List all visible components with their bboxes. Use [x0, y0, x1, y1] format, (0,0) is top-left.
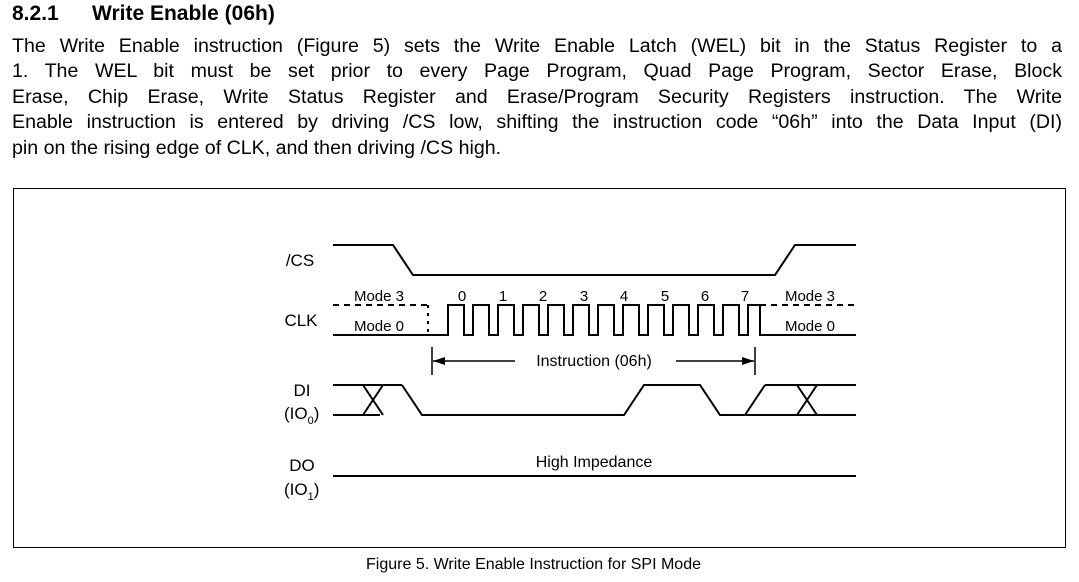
clk-signal-label: CLK	[284, 311, 318, 330]
clock-number: 6	[701, 288, 709, 305]
mode0-left-label: Mode 0	[354, 318, 404, 335]
do-io-prefix: (IO	[284, 480, 308, 499]
di-left-cross-b	[362, 384, 384, 416]
di-io-prefix: (IO	[284, 404, 308, 423]
do-io-label: (IO1)	[284, 480, 319, 503]
instruction-label: Instruction (06h)	[536, 353, 652, 370]
clock-number: 4	[620, 288, 628, 305]
section-number: 8.2.1	[12, 2, 59, 25]
mode3-left-label: Mode 3	[354, 288, 404, 305]
cs-waveform	[333, 244, 856, 276]
description-paragraph: The Write Enable instruction (Figure 5) …	[12, 34, 1062, 161]
paragraph-line: 1. The WEL bit must be set prior to ever…	[12, 60, 1062, 83]
paragraph-line: pin on the rising edge of CLK, and then …	[12, 136, 502, 159]
di-right-rise	[744, 384, 766, 416]
di-waveform	[333, 384, 856, 416]
clock-number: 5	[661, 288, 669, 305]
clock-number: 1	[499, 288, 507, 305]
di-signal-label: DI	[294, 381, 311, 400]
clock-number: 7	[741, 288, 749, 305]
do-io-index: 1	[308, 491, 314, 503]
do-io-close: )	[314, 480, 320, 499]
cs-signal-label: /CS	[286, 251, 314, 270]
clock-number: 3	[580, 288, 588, 305]
mode0-right-label: Mode 0	[785, 318, 835, 335]
section-heading: 8.2.1 Write Enable (06h)	[12, 2, 275, 26]
paragraph-line: Enable instruction is entered by driving…	[12, 111, 1062, 134]
di-io-index: 0	[308, 415, 314, 427]
di-right-cross-b	[796, 384, 818, 416]
high-impedance-label: High Impedance	[536, 454, 653, 471]
mode3-right-label: Mode 3	[785, 288, 835, 305]
di-low-bit	[401, 384, 745, 416]
clk-waveform	[333, 304, 856, 336]
clock-number: 2	[539, 288, 547, 305]
figure-caption: Figure 5. Write Enable Instruction for S…	[366, 556, 701, 573]
paragraph-line: Erase, Chip Erase, Write Status Register…	[12, 85, 1062, 108]
section-title: Write Enable (06h)	[92, 2, 275, 25]
clock-number: 0	[458, 288, 466, 305]
paragraph-line: The Write Enable instruction (Figure 5) …	[12, 35, 1062, 57]
figure-frame	[13, 188, 1066, 548]
do-signal-label: DO	[289, 456, 315, 475]
di-io-label: (IO0)	[284, 404, 319, 427]
di-io-close: )	[314, 404, 320, 423]
